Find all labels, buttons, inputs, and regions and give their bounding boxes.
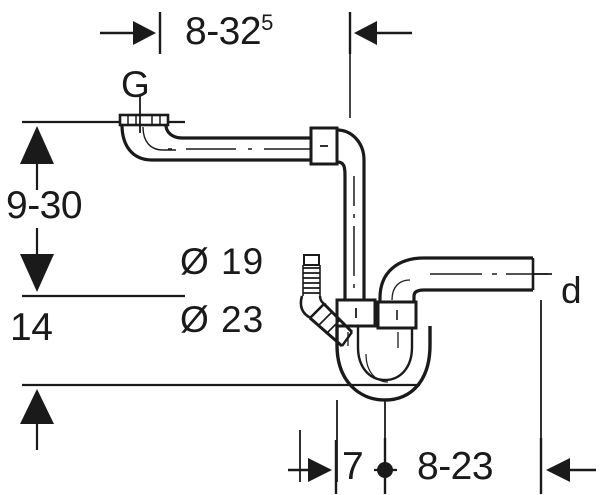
dimension-left-vertical-9-30 — [20, 120, 185, 298]
label-diameter-lower: Ø 23 — [180, 299, 265, 340]
label-inlet-thread: G — [121, 64, 150, 105]
dimension-left-vertical-14 — [20, 383, 420, 450]
standpipe — [335, 128, 377, 328]
appliance-connection-nipple — [299, 254, 354, 348]
coupling-nut-inlet — [309, 126, 339, 166]
inlet-bore-line — [142, 126, 176, 151]
arrow-up-icon-lower — [20, 389, 54, 424]
label-bottom-width: 8-23 — [417, 445, 494, 488]
outlet-pipe — [376, 256, 548, 330]
arrow-right-icon-bottom — [308, 458, 332, 482]
dimension-dot-marker — [377, 462, 393, 478]
arrow-left-icon — [354, 21, 377, 45]
arrow-left-icon-bottom — [546, 458, 570, 482]
label-top-width-superscript: 5 — [261, 10, 274, 35]
trap-u-bend — [335, 326, 432, 402]
coupling-nut-outlet — [376, 300, 418, 330]
dimension-top-horizontal — [100, 12, 412, 54]
inlet-pipe-outer — [120, 124, 322, 162]
dimension-bottom-horizontal — [288, 438, 596, 494]
arrow-up-icon — [20, 126, 54, 164]
standpipe-outer-wall — [336, 128, 366, 315]
nipple-diagonal-body — [309, 302, 354, 348]
label-diameter-upper: Ø 19 — [180, 241, 265, 282]
inlet-pipe — [118, 95, 339, 166]
label-height-left: 9-30 — [6, 184, 83, 227]
inlet-thread-fitting — [118, 95, 170, 133]
label-depth-left: 14 — [10, 306, 53, 349]
label-top-width: 8-325 — [185, 10, 274, 53]
label-bottom-offset: 7 — [342, 445, 364, 488]
trap-inner — [356, 326, 414, 382]
arrow-right-icon — [133, 21, 156, 45]
thread-shank — [302, 254, 321, 296]
trap-outer — [335, 326, 432, 402]
inlet-pipe-inner-top — [164, 124, 322, 140]
outlet-inner-wall — [412, 288, 533, 302]
arrow-down-icon — [20, 254, 54, 292]
outlet-outer-wall — [378, 256, 533, 302]
standpipe-inner-wall — [336, 160, 347, 315]
label-outlet-diameter: d — [561, 270, 582, 311]
